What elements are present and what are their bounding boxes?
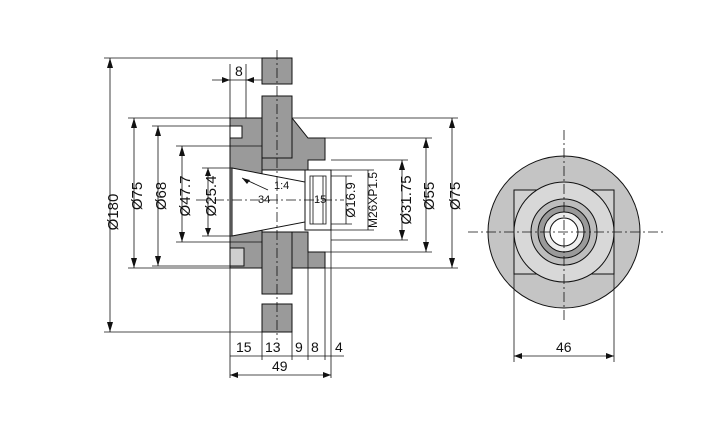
label-taper-length: 34 (258, 194, 270, 206)
end-view-dimension: 46 (513, 274, 615, 362)
label-bottom-13: 13 (265, 339, 281, 355)
label-taper-ratio: 1:4 (274, 180, 289, 192)
key-slot-top (229, 125, 243, 139)
label-dia-180: Ø180 (105, 194, 122, 231)
section-view (196, 50, 344, 340)
label-bottom-4: 4 (335, 339, 343, 355)
label-dia-75-right: Ø75 (447, 182, 464, 210)
label-dia-47-7: Ø47.7 (177, 176, 194, 217)
label-thread: M26XP1.5 (366, 172, 380, 228)
dimension-lines (104, 57, 458, 378)
label-flat-width: 46 (556, 339, 572, 355)
label-dia-31-75: Ø31.75 (398, 175, 415, 224)
label-dia-75-left: Ø75 (129, 182, 146, 210)
label-bottom-8: 8 (311, 339, 319, 355)
label-dia-16-9: Ø16.9 (343, 182, 358, 217)
label-bottom-15: 15 (236, 339, 252, 355)
dimension-labels: Ø180 Ø75 Ø68 Ø47.7 Ø25.4 1:4 34 15 Ø16.9… (105, 63, 464, 374)
label-dia-25-4: Ø25.4 (203, 176, 220, 217)
label-bottom-9: 9 (295, 339, 303, 355)
label-dia-68: Ø68 (153, 182, 170, 210)
end-view (468, 130, 664, 320)
label-dia-55: Ø55 (421, 182, 438, 210)
label-overall-length: 49 (272, 358, 288, 374)
key-slot-bottom (229, 247, 245, 267)
label-thread-length: 15 (314, 194, 326, 206)
label-top-width: 8 (235, 63, 243, 79)
